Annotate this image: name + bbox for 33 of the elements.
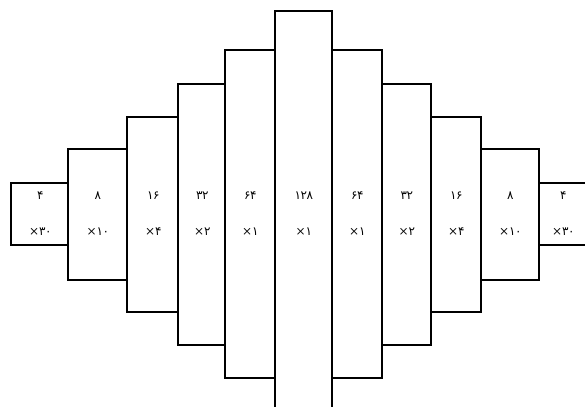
channel-count: ۳۲ [195,188,209,202]
repeat-count: ×۱ [348,224,366,238]
channel-count: ۱۲۸ [294,188,314,202]
channel-count: ۱۶ [146,188,160,202]
channel-count: ۴ [36,188,44,202]
layer-box [331,49,383,379]
channel-count: ۱۶ [449,188,463,202]
channel-count: ۸ [506,188,514,202]
repeat-count: ×۳۰ [550,224,576,238]
layer-box [67,148,128,281]
layer-box [381,83,432,346]
repeat-count: ×۴ [446,224,466,238]
channel-count: ۳۲ [400,188,414,202]
layer-box [224,49,276,379]
layer-box [480,148,540,281]
repeat-count: ×۱ [240,224,260,238]
repeat-count: ×۱۰ [85,224,110,238]
repeat-count: ×۳۰ [28,224,52,238]
layer-box [177,83,227,346]
repeat-count: ×۲ [397,224,416,238]
channel-count: ۴ [559,188,567,202]
repeat-count: ×۱ [294,224,313,238]
layer-box [10,182,70,246]
channel-count: ۶۴ [350,188,364,202]
layer-box [126,116,180,313]
layer-box [430,116,482,313]
repeat-count: ×۱۰ [498,224,522,238]
repeat-count: ×۴ [144,224,162,238]
repeat-count: ×۲ [192,224,212,238]
layer-box [274,10,333,407]
channel-count: ۸ [94,188,102,202]
channel-count: ۶۴ [243,188,257,202]
layer-box [538,182,585,246]
